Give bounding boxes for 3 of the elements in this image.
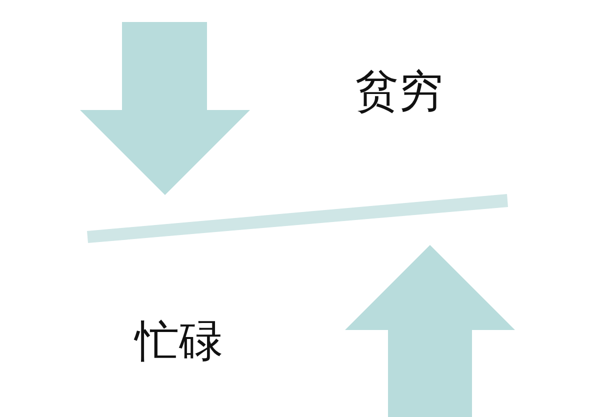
caption-text: 贫穷	[355, 70, 443, 114]
caption-text: 忙碌	[135, 320, 223, 364]
balance-bar	[87, 194, 508, 243]
